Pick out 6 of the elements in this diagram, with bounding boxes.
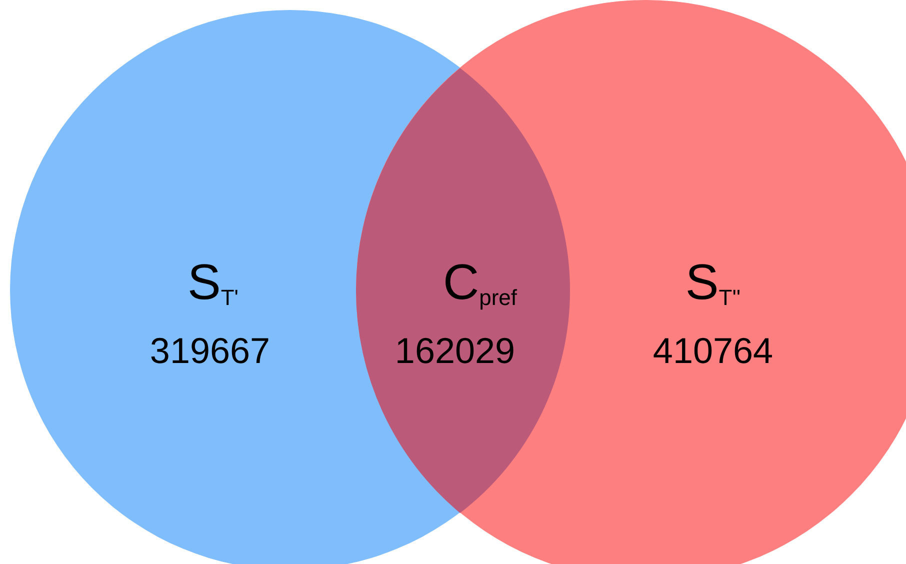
count-label: 162029 — [394, 333, 516, 369]
count-label: 410764 — [652, 333, 774, 369]
set-label: S$_{T'}$ — [186, 257, 240, 309]
count-label: 319667 — [148, 333, 272, 369]
set-label: C$_{pref}$ — [442, 257, 518, 309]
set-label: S$_{T''}$ — [684, 257, 742, 309]
